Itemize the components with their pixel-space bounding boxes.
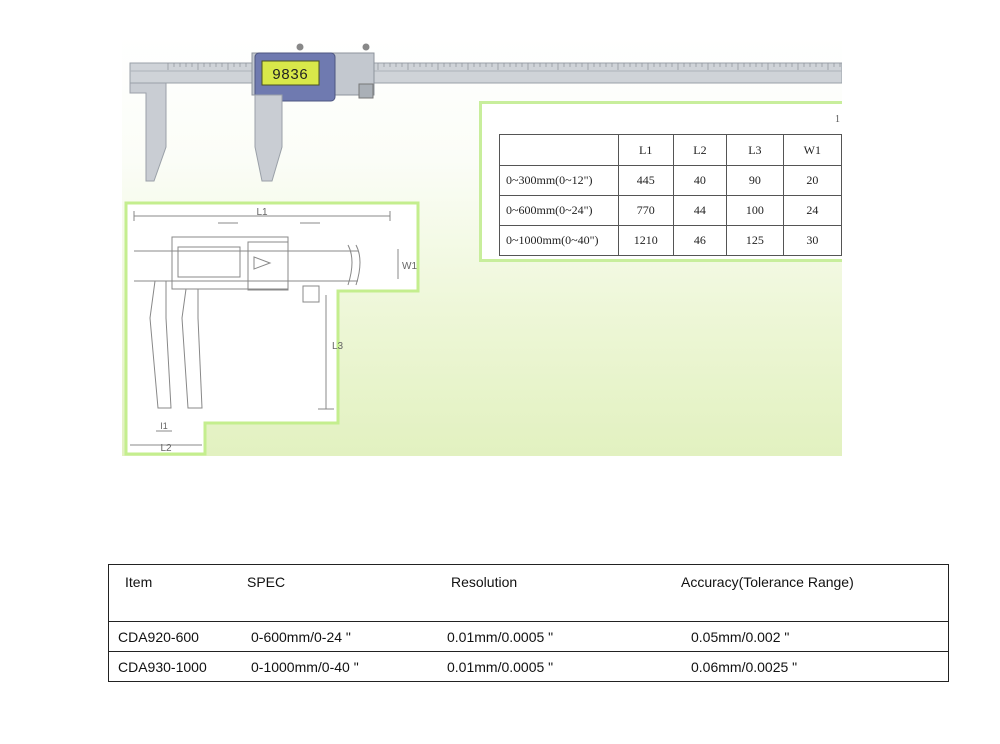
dimension-table-row: 0~600mm(0~24") 770 44 100 24 <box>499 195 842 226</box>
dimension-cell: 0~1000mm(0~40") <box>499 225 619 256</box>
resolution-cell: 0.01mm/0.0005 " <box>445 651 659 682</box>
lcd-reading: 9836 <box>272 67 308 84</box>
model-spec-table: Item SPEC Resolution Accuracy(Tolerance … <box>108 564 949 682</box>
dimension-cell: 445 <box>617 165 674 196</box>
header-spec: SPEC <box>237 564 445 622</box>
table-row: CDA920-600 0-600mm/0-24 " 0.01mm/0.0005 … <box>108 621 949 652</box>
dimension-cell: 0~300mm(0~12") <box>499 165 619 196</box>
header-item: Item <box>108 564 237 622</box>
dimension-cell: 24 <box>782 195 842 226</box>
table-row: CDA930-1000 0-1000mm/0-40 " 0.01mm/0.000… <box>108 651 949 682</box>
spec-cell: 0-600mm/0-24 " <box>237 621 445 652</box>
caliper-illustration: 9836 L1 L2 <box>124 43 842 456</box>
technical-drawing <box>124 201 420 456</box>
dimension-jaw-label: I1 <box>160 421 168 431</box>
accuracy-cell: 0.06mm/0.0025 " <box>659 651 949 682</box>
spec-cell: 0-1000mm/0-40 " <box>237 651 445 682</box>
dimension-cell: 46 <box>672 225 728 256</box>
dimension-table: L1 L2 L3 W1 0~300mm(0~12") 445 40 90 20 … <box>499 134 842 256</box>
lcd-display <box>261 60 320 86</box>
panel-corner-mark: 1 <box>835 114 840 125</box>
dimension-header-cell: W1 <box>782 134 842 166</box>
fixed-jaw <box>129 82 167 182</box>
model-cell: CDA920-600 <box>108 621 237 652</box>
dimension-l1-label: L1 <box>256 207 268 218</box>
fine-adjust-screw-icon <box>362 43 370 51</box>
dimension-table-row: 0~300mm(0~12") 445 40 90 20 <box>499 165 842 196</box>
dimension-header-cell: L2 <box>672 134 728 166</box>
model-table-header: Item SPEC Resolution Accuracy(Tolerance … <box>108 564 949 622</box>
resolution-cell: 0.01mm/0.0005 " <box>445 621 659 652</box>
lock-screw-icon <box>296 43 304 51</box>
model-cell: CDA930-1000 <box>108 651 237 682</box>
dimension-header-cell: L3 <box>726 134 784 166</box>
dimension-l3-label: L3 <box>332 341 344 352</box>
moving-jaw <box>254 94 283 182</box>
dimension-cell: 1210 <box>617 225 674 256</box>
header-resolution: Resolution <box>445 564 659 622</box>
dimension-cell: 770 <box>617 195 674 226</box>
dimension-cell: 40 <box>672 165 728 196</box>
header-accuracy: Accuracy(Tolerance Range) <box>659 564 949 622</box>
dimension-table-header: L1 L2 L3 W1 <box>499 134 842 166</box>
dimension-header-cell <box>499 134 619 166</box>
dimension-cell: 20 <box>782 165 842 196</box>
dimension-cell: 90 <box>726 165 784 196</box>
dimension-table-row: 0~1000mm(0~40") 1210 46 125 30 <box>499 225 842 256</box>
dimension-l2-label: L2 <box>160 443 172 454</box>
accuracy-cell: 0.05mm/0.002 " <box>659 621 949 652</box>
dimension-cell: 125 <box>726 225 784 256</box>
product-image-area: 9836 L1 L2 <box>122 35 842 456</box>
dimension-table-panel: 1 L1 L2 L3 W1 0~300mm(0~12") 445 40 90 2… <box>479 101 842 262</box>
dimension-w1-label: W1 <box>402 261 417 272</box>
dimension-cell: 0~600mm(0~24") <box>499 195 619 226</box>
dimension-cell: 100 <box>726 195 784 226</box>
dimension-cell: 44 <box>672 195 728 226</box>
dimension-cell: 30 <box>782 225 842 256</box>
dimension-header-cell: L1 <box>617 134 674 166</box>
